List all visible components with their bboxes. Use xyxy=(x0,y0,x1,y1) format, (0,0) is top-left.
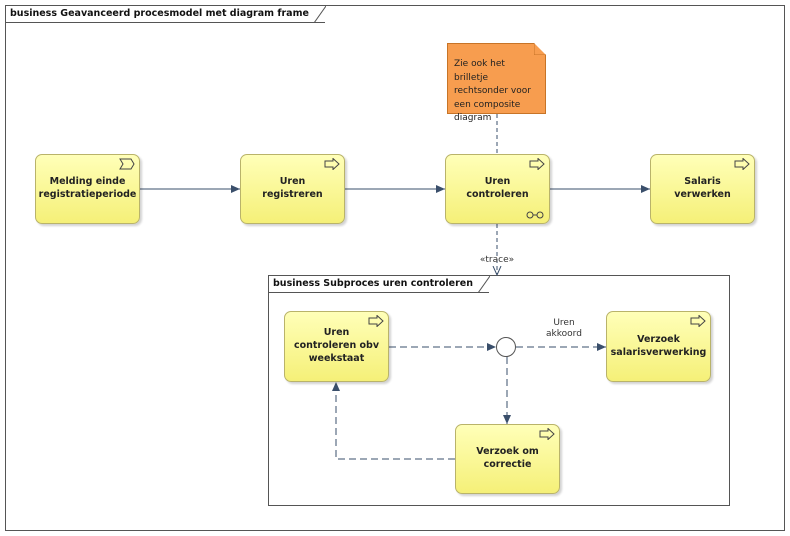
node-uren-controleren[interactable]: Uren controleren xyxy=(445,154,550,224)
process-icon xyxy=(690,315,706,327)
diagram-frame-title: business Geavanceerd procesmodel met dia… xyxy=(6,6,326,23)
node-salaris-verwerken[interactable]: Salaris verwerken xyxy=(650,154,755,224)
node-label: Melding einde registratieperiode xyxy=(38,176,137,200)
note-text: Zie ook het brilletje rechtsonder voor e… xyxy=(454,59,531,123)
flow-label-uren-akkoord: Uren akkoord xyxy=(546,318,582,340)
process-icon xyxy=(539,428,555,440)
process-icon xyxy=(529,158,545,170)
diagram-frame: business Geavanceerd procesmodel met dia… xyxy=(5,5,785,531)
node-label: Uren controleren obv weekstaat xyxy=(293,327,380,364)
note[interactable]: Zie ook het brilletje rechtsonder voor e… xyxy=(447,43,546,123)
node-verzoek-salarisverwerking[interactable]: Verzoek salarisverwerking xyxy=(606,311,711,382)
trace-label: «trace» xyxy=(479,255,515,265)
flow-correctie-weekstaat[interactable] xyxy=(332,382,455,460)
composite-glasses-icon[interactable] xyxy=(526,211,544,219)
event-icon xyxy=(119,158,135,170)
subprocess-frame-title: business Subproces uren controleren xyxy=(269,276,490,293)
node-label: Verzoek salarisverwerking xyxy=(610,333,707,358)
node-label: Uren controleren xyxy=(466,176,529,200)
process-icon xyxy=(734,158,750,170)
node-uren-registreren[interactable]: Uren registreren xyxy=(240,154,345,224)
node-melding-einde-registratieperiode[interactable]: Melding einde registratieperiode xyxy=(35,154,140,224)
node-uren-controleren-obv-weekstaat[interactable]: Uren controleren obv weekstaat xyxy=(284,311,389,382)
frame-tab-corner xyxy=(477,276,490,293)
gateway-circle[interactable] xyxy=(496,337,516,357)
subprocess-title: business Subproces uren controleren xyxy=(273,278,473,289)
node-verzoek-om-correctie[interactable]: Verzoek om correctie xyxy=(455,424,560,494)
process-icon xyxy=(368,315,384,327)
note-fold-corner xyxy=(534,43,546,55)
process-icon xyxy=(324,158,340,170)
frame-tab-corner xyxy=(313,6,326,23)
diagram-title: business Geavanceerd procesmodel met dia… xyxy=(10,8,309,19)
node-label: Salaris verwerken xyxy=(674,176,731,200)
node-label: Verzoek om correctie xyxy=(476,446,539,470)
node-label: Uren registreren xyxy=(262,176,323,200)
